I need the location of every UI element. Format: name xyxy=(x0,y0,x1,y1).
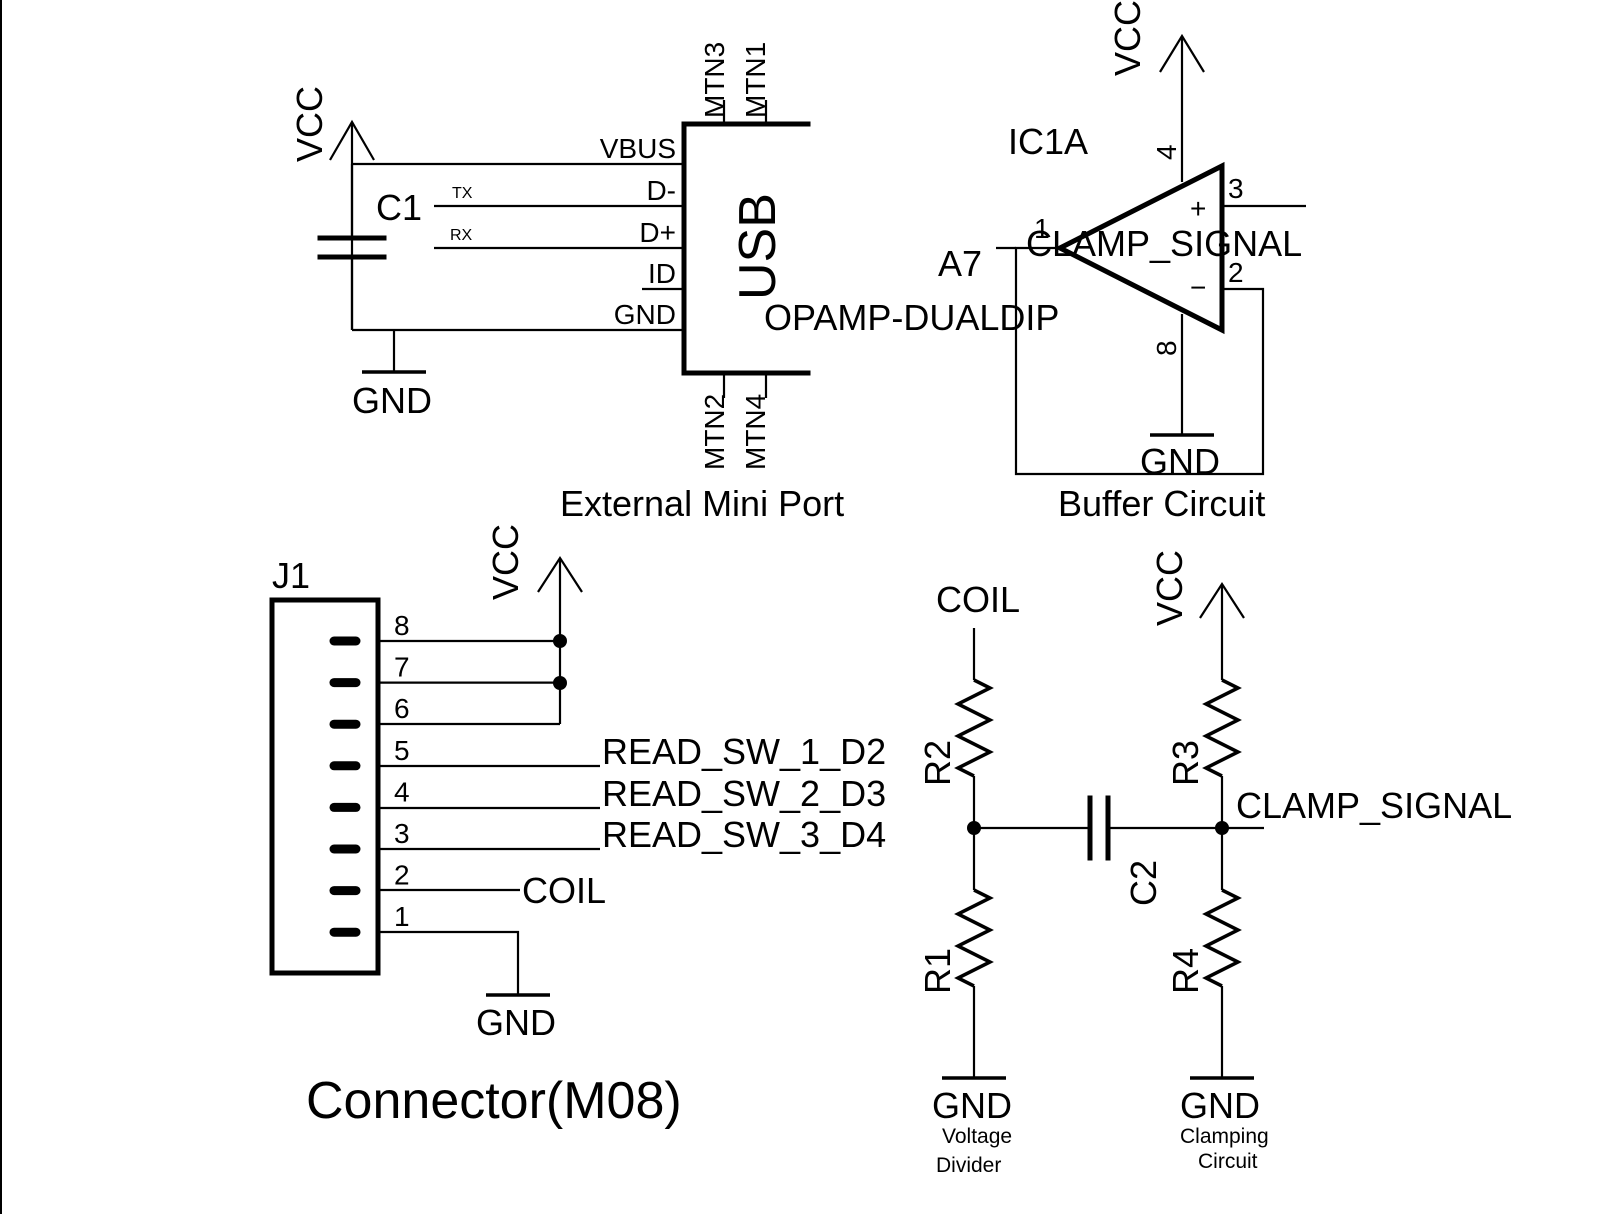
c2-label: C2 xyxy=(1123,860,1164,906)
clamping-caption: Clamping xyxy=(1180,1125,1269,1148)
junction-dot-pin8 xyxy=(553,634,567,648)
minus-label: − xyxy=(1190,272,1206,303)
j1-pin-number: 7 xyxy=(394,652,410,683)
j1-pin-number: 8 xyxy=(394,610,410,641)
j1-label: J1 xyxy=(272,555,310,596)
gnd-symbol-clamp: GND xyxy=(1180,1076,1260,1126)
r1-label: R1 xyxy=(917,948,958,994)
external-mini-port-caption: External Mini Port xyxy=(560,483,844,524)
r3-resistor: R3 xyxy=(1165,678,1242,786)
usb-connector: USB xyxy=(681,121,811,376)
vcc-label-opamp: VCC xyxy=(1107,0,1148,76)
voltage-divider-section: COIL R2 R1 GND Voltage Divider xyxy=(917,579,1020,1177)
buffer-circuit-caption: Buffer Circuit xyxy=(1058,483,1265,524)
j1-pin-number: 2 xyxy=(394,860,410,891)
opamp-dualdip-label: OPAMP-DUALDIP xyxy=(764,297,1059,338)
id-label: ID xyxy=(648,258,676,289)
gnd-label-usb: GND xyxy=(352,380,432,421)
j1-pin-number: 5 xyxy=(394,735,410,766)
voltage-caption: Voltage xyxy=(942,1125,1012,1148)
d-minus-label: D- xyxy=(646,175,676,206)
j1-pin-number: 3 xyxy=(394,818,410,849)
gnd-label-connector: GND xyxy=(476,1002,556,1043)
pin8-label: 8 xyxy=(1151,340,1182,356)
mtn2-label: MTN2 xyxy=(699,394,730,470)
pin2-feedback-wire xyxy=(1014,246,1265,476)
clamping-section: VCC R3 CLAMP_SIGNAL R4 GND Clamping Circ… xyxy=(1149,550,1512,1173)
junction-dot-clamp xyxy=(1215,821,1229,835)
divider-caption: Divider xyxy=(936,1154,1001,1177)
vcc-symbol-connector: VCC xyxy=(485,524,583,724)
vcc-label-clamp: VCC xyxy=(1149,550,1190,626)
read-sw-1-label: READ_SW_1_D2 xyxy=(602,731,886,772)
j1-body xyxy=(269,597,381,976)
gnd-symbol-connector: GND xyxy=(476,993,556,1043)
j1-pins: 8 7 6 5 4 3 2 1 xyxy=(329,610,560,937)
gnd-label-divider: GND xyxy=(932,1085,1012,1126)
usb-label: USB xyxy=(729,193,787,300)
j1-pin-number: 6 xyxy=(394,693,410,724)
gnd-symbol-opamp: GND xyxy=(1140,433,1220,482)
r4-resistor: R4 xyxy=(1165,888,1242,994)
pin4-label: 4 xyxy=(1151,144,1182,160)
mtn1-label: MTN1 xyxy=(740,42,771,118)
c1-capacitor: C1 xyxy=(317,164,422,330)
vcc-symbol-clamp: VCC xyxy=(1149,550,1245,680)
j1-pin-number: 1 xyxy=(394,901,410,932)
tx-label: TX xyxy=(452,185,473,202)
pin1-label: 1 xyxy=(1034,213,1050,244)
pin3-label: 3 xyxy=(1228,173,1244,204)
vcc-label-usb: VCC xyxy=(289,86,330,162)
junction-dot-pin7 xyxy=(553,676,567,690)
d-plus-label: D+ xyxy=(639,217,676,248)
vbus-label: VBUS xyxy=(600,133,676,164)
gnd-label-opamp: GND xyxy=(1140,441,1220,482)
c2-capacitor: C2 xyxy=(974,795,1264,906)
r2-resistor: R2 xyxy=(917,678,994,786)
gnd-label-clamp: GND xyxy=(1180,1085,1260,1126)
j1-pin-number: 4 xyxy=(394,776,410,807)
rx-label: RX xyxy=(450,227,473,244)
circuit-caption: Circuit xyxy=(1198,1150,1258,1173)
buffer-section: VCC 4 IC1A + − 3 2 A7 1 CLAMP_SIGNAL 8 G… xyxy=(764,0,1306,524)
pin2-label: 2 xyxy=(1228,257,1244,288)
gnd-symbol-divider: GND xyxy=(932,1076,1012,1126)
coil-label-divider: COIL xyxy=(936,579,1020,620)
connector-section: J1 8 7 6 5 4 3 2 1 VCC GND READ_SW_1_D2 READ_SW… xyxy=(269,524,886,1130)
mtn3-label: MTN3 xyxy=(699,42,730,118)
mtn4-label: MTN4 xyxy=(740,394,771,470)
r2-label: R2 xyxy=(917,740,958,786)
vcc-symbol-usb: VCC xyxy=(289,86,375,330)
gnd-pin-label: GND xyxy=(614,299,676,330)
vcc-label-connector: VCC xyxy=(485,524,526,600)
read-sw-2-label: READ_SW_2_D3 xyxy=(602,773,886,814)
opamp-triangle: + − xyxy=(1054,161,1225,335)
clamp-signal-ic-label: CLAMP_SIGNAL xyxy=(1026,223,1302,264)
usb-section: VCC C1 TX RX GND VBUS D- D+ ID GND xyxy=(289,42,844,524)
r4-label: R4 xyxy=(1165,948,1206,994)
c1-label: C1 xyxy=(376,187,422,228)
vcc-symbol-opamp: VCC xyxy=(1107,0,1205,182)
plus-label: + xyxy=(1190,193,1206,224)
coil-label-connector: COIL xyxy=(522,870,606,911)
connector-m08-caption: Connector(M08) xyxy=(306,1072,682,1130)
r1-resistor: R1 xyxy=(917,888,994,994)
read-sw-3-label: READ_SW_3_D4 xyxy=(602,814,886,855)
r3-label: R3 xyxy=(1165,740,1206,786)
gnd-symbol-usb: GND xyxy=(352,330,432,421)
clamp-signal-label: CLAMP_SIGNAL xyxy=(1236,785,1512,826)
a7-label: A7 xyxy=(938,243,982,284)
ic1a-label: IC1A xyxy=(1008,121,1088,162)
